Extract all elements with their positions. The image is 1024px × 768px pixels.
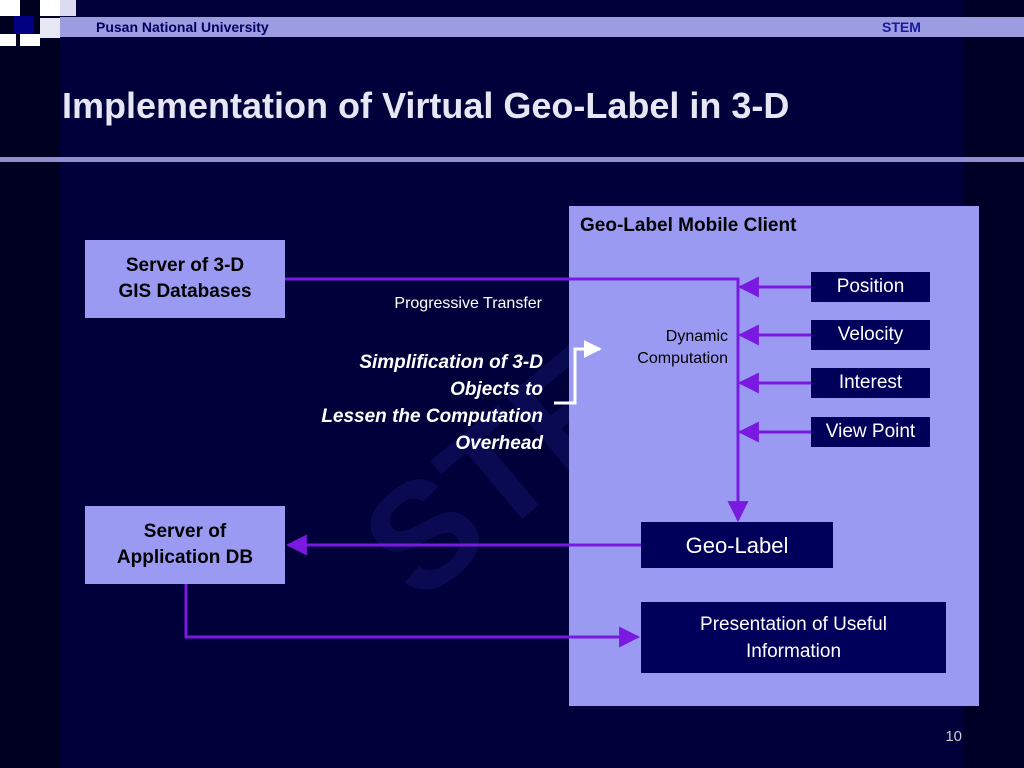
transfer-arrow bbox=[285, 277, 749, 523]
mobile-client-title: Geo-Label Mobile Client bbox=[580, 215, 797, 236]
simplification-line4: Overhead bbox=[455, 433, 543, 454]
logo-square-light bbox=[40, 18, 60, 38]
app-server-line1: Server of bbox=[143, 521, 227, 542]
background-left-band bbox=[0, 0, 60, 768]
input-position: Position bbox=[811, 272, 930, 302]
logo-square-dark bbox=[14, 16, 34, 34]
header-bar bbox=[60, 17, 1024, 37]
app-server-line2: Application DB bbox=[116, 547, 254, 568]
gis-server-line2: GIS Databases bbox=[118, 281, 252, 302]
logo-square-white bbox=[0, 0, 20, 16]
gis-server-box: Server of 3-D GIS Databases bbox=[85, 240, 285, 318]
app-to-presentation-arrow bbox=[184, 584, 641, 648]
page-number: 10 bbox=[945, 728, 962, 745]
progressive-transfer-label: Progressive Transfer bbox=[394, 295, 542, 312]
simplification-line2: Objects to bbox=[450, 379, 543, 400]
input-interest: Interest bbox=[811, 368, 930, 398]
title-divider bbox=[0, 157, 1024, 162]
header-university-name: Pusan National University bbox=[96, 19, 269, 35]
logo-square-light bbox=[20, 34, 40, 46]
header-lab-name: STEM bbox=[882, 19, 921, 35]
dynamic-line2: Computation bbox=[637, 350, 728, 367]
simplification-line1: Simplification of 3-D bbox=[359, 352, 543, 373]
presentation-line2: Information bbox=[745, 640, 842, 662]
input-velocity: Velocity bbox=[811, 320, 930, 350]
presentation-box: Presentation of Useful Information bbox=[641, 602, 946, 673]
geo-label-box: Geo-Label bbox=[641, 522, 833, 568]
app-server-box: Server of Application DB bbox=[85, 506, 285, 584]
simplification-note: Simplification of 3-D Objects to Lessen … bbox=[260, 349, 543, 457]
presentation-line1: Presentation of Useful bbox=[700, 613, 887, 635]
simplification-bracket bbox=[554, 340, 602, 405]
simplification-line3: Lessen the Computation bbox=[321, 406, 543, 427]
dynamic-line1: Dynamic bbox=[665, 328, 728, 345]
logo-square-light bbox=[0, 34, 16, 46]
gis-server-line1: Server of 3-D bbox=[125, 255, 245, 276]
logo-square-light bbox=[60, 0, 76, 16]
slide-title: Implementation of Virtual Geo-Label in 3… bbox=[62, 85, 790, 126]
input-view-point: View Point bbox=[811, 417, 930, 447]
dynamic-computation-label: Dynamic Computation bbox=[598, 326, 728, 370]
logo-square-white bbox=[40, 0, 60, 16]
